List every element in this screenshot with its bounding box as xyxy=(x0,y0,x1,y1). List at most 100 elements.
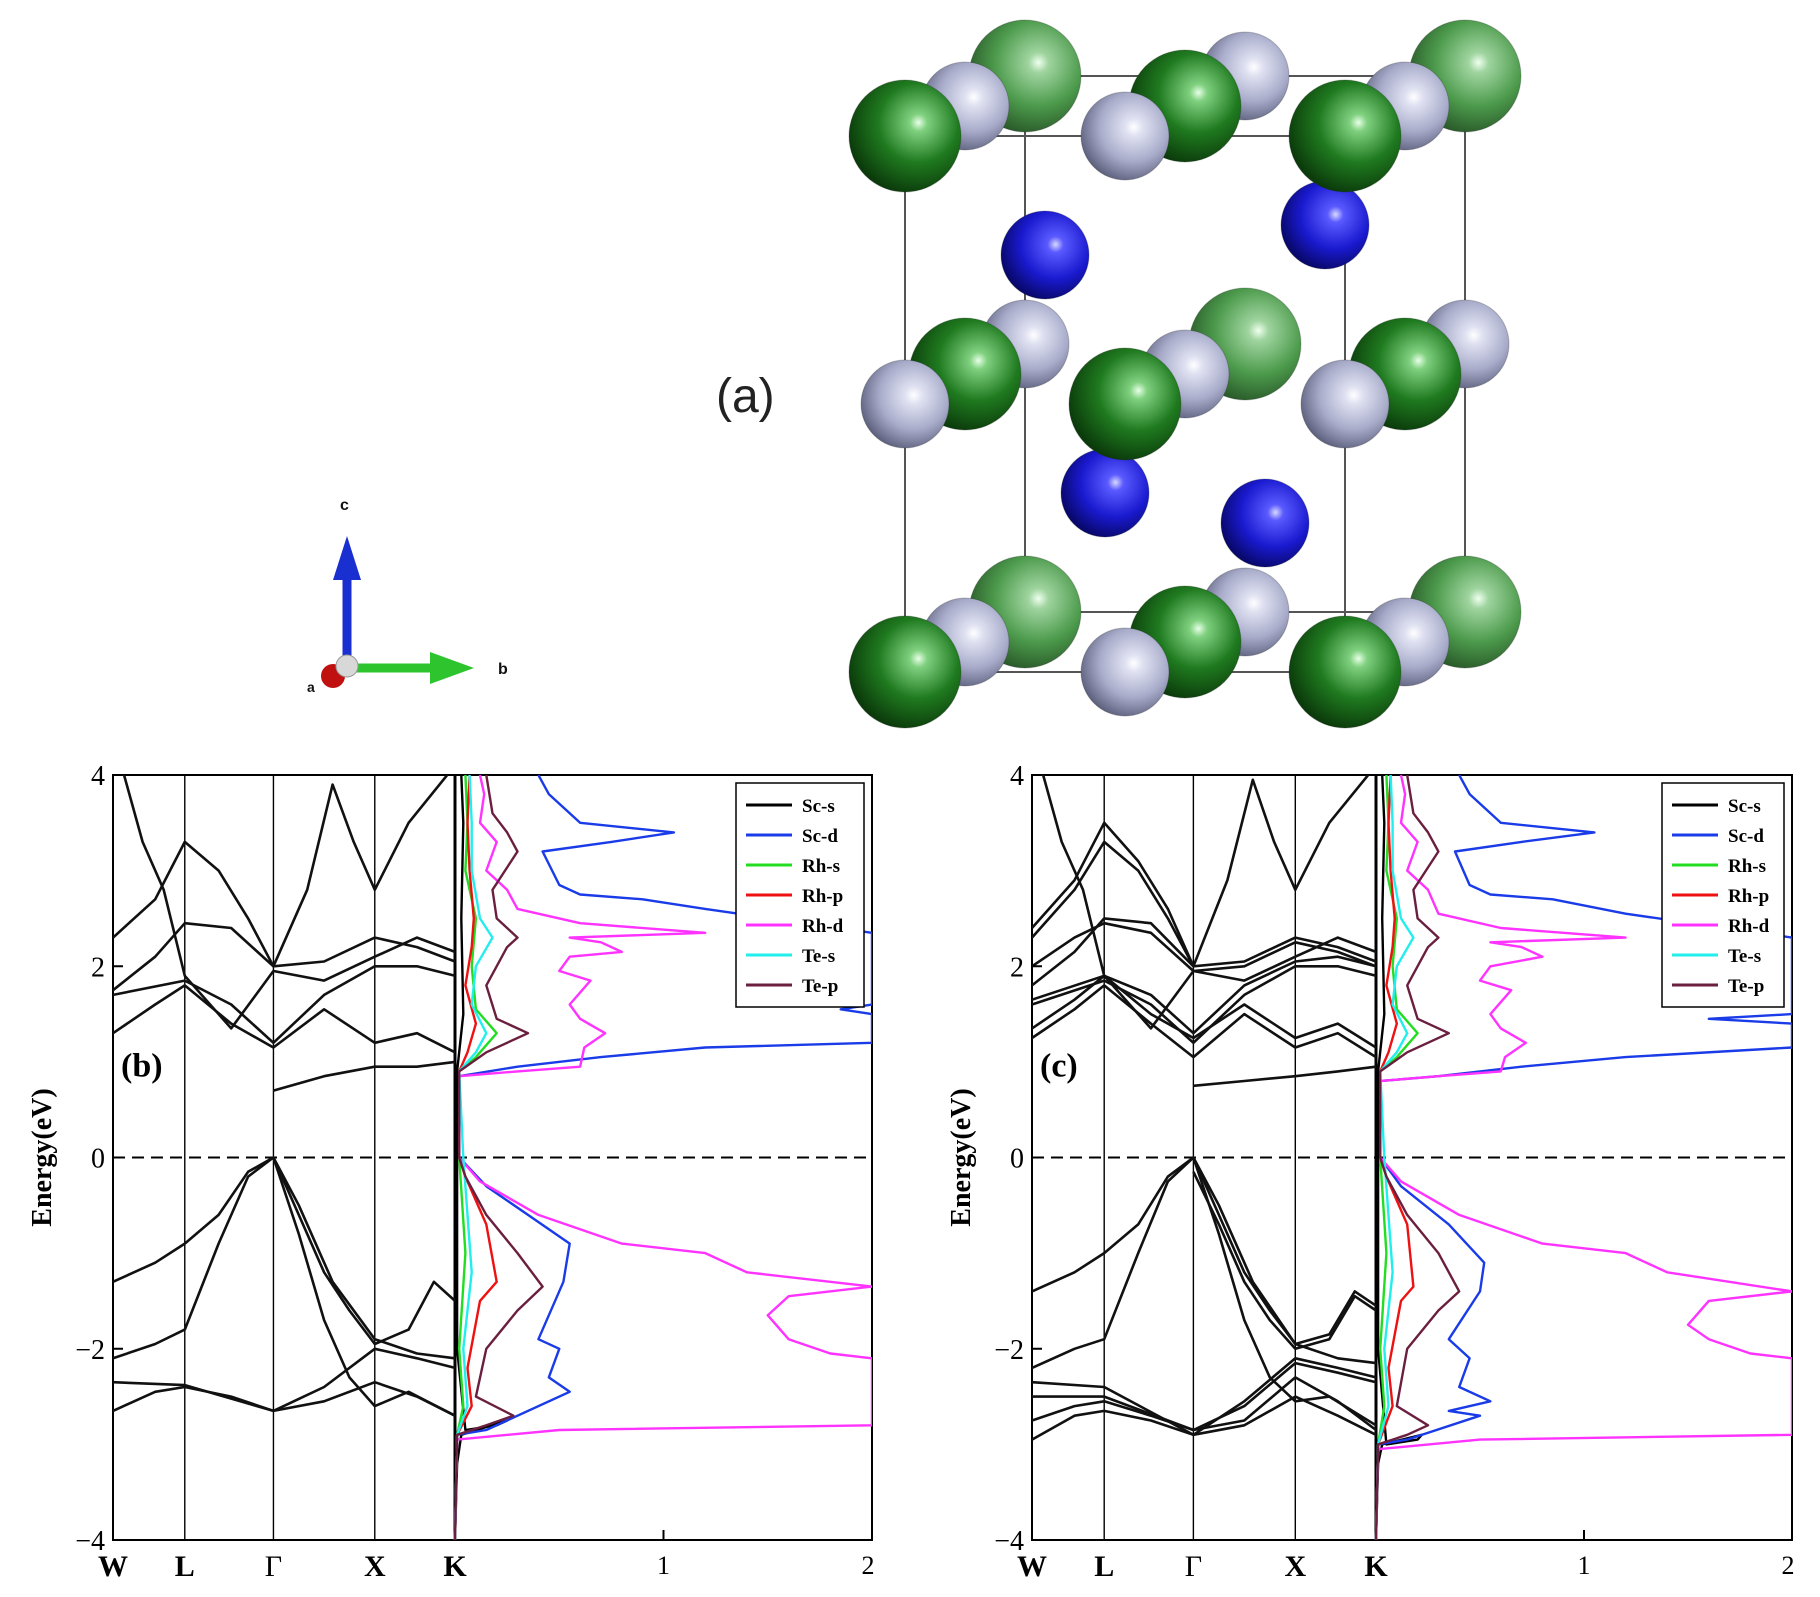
dos-curve-rh-s xyxy=(453,775,498,1540)
band-line xyxy=(113,1380,456,1417)
band-line xyxy=(122,775,456,1030)
panel-a-label: (a) xyxy=(716,370,775,423)
dos-curve-te-p xyxy=(1374,775,1461,1540)
band-line xyxy=(1032,964,1377,1045)
y-tick-label: 0 xyxy=(1010,1144,1024,1175)
a-axis-label: a xyxy=(307,679,315,695)
c-axis-label: c xyxy=(340,497,349,514)
legend-label: Rh-d xyxy=(802,916,844,937)
dos-tick-label: 1 xyxy=(1578,1551,1591,1580)
kpoint-label: K xyxy=(1364,1550,1388,1583)
dos-curve-rh-d xyxy=(453,775,872,1540)
c-axis-arrow-head xyxy=(333,536,361,580)
atom-rh xyxy=(860,359,950,449)
dos-curve-sc-d xyxy=(1374,775,1792,1540)
dos-curve-te-p xyxy=(453,775,544,1540)
dos-tick-label: 2 xyxy=(1782,1551,1795,1580)
band-line xyxy=(1032,1357,1377,1437)
band-line xyxy=(1193,1065,1377,1088)
legend-label: Te-p xyxy=(802,976,838,997)
y-tick-label: −4 xyxy=(75,1526,105,1557)
dos-tick-label: 1 xyxy=(657,1551,670,1580)
legend-label: Te-p xyxy=(1728,976,1764,997)
y-tick-label: 2 xyxy=(91,952,105,983)
kpoint-label: X xyxy=(1284,1550,1306,1583)
legend: Sc-sSc-dRh-sRh-pRh-dTe-sTe-p xyxy=(1661,782,1785,1008)
y-tick-label: −2 xyxy=(994,1335,1024,1366)
b-axis-arrow-head xyxy=(430,652,474,684)
atom-te xyxy=(1220,478,1310,568)
y-tick-label: 4 xyxy=(91,761,105,792)
y-axis-label: Energy(eV) xyxy=(946,1088,977,1226)
band-line xyxy=(113,921,456,992)
dos-tick-label: 2 xyxy=(862,1551,875,1580)
band-line xyxy=(113,984,456,1054)
kpoint-label: K xyxy=(443,1550,467,1583)
y-tick-label: −2 xyxy=(75,1335,105,1366)
band-line xyxy=(1032,974,1377,1049)
legend-label: Te-s xyxy=(1728,946,1761,967)
kpoint-label: L xyxy=(175,1550,195,1583)
kpoint-label: Γ xyxy=(1185,1550,1202,1583)
band-line xyxy=(1032,921,1377,973)
atom-sc xyxy=(1288,615,1402,729)
band-line xyxy=(1032,775,1370,968)
dos-curves xyxy=(453,775,872,1540)
band-line xyxy=(113,964,456,1045)
band-line xyxy=(273,1060,456,1092)
band-lines xyxy=(1032,775,1377,1441)
atom-te xyxy=(1280,180,1370,270)
dos-curve-sc-d xyxy=(453,775,872,1540)
atom-sc xyxy=(1288,79,1402,193)
legend-label: Sc-s xyxy=(802,796,835,817)
band-line xyxy=(1192,1156,1377,1346)
legend-label: Sc-d xyxy=(802,826,838,847)
band-line xyxy=(1032,917,1377,987)
band-line xyxy=(272,1156,456,1346)
legend: Sc-sSc-dRh-sRh-pRh-dTe-sTe-p xyxy=(735,782,865,1008)
atom-rh xyxy=(1080,91,1170,181)
y-tick-label: 2 xyxy=(1010,952,1024,983)
legend-label: Te-s xyxy=(802,946,835,967)
legend-label: Rh-p xyxy=(1728,886,1769,907)
panel-a-crystal-structure: (a) c b a xyxy=(307,19,1522,729)
band-line xyxy=(113,1347,456,1413)
kpoint-label: W xyxy=(98,1550,128,1583)
band-line xyxy=(1032,984,1377,1059)
band-lines xyxy=(113,775,456,1417)
legend-label: Sc-d xyxy=(1728,826,1764,847)
b-axis-label: b xyxy=(498,661,508,678)
band-line xyxy=(1192,1171,1377,1351)
atom-rh xyxy=(1300,359,1390,449)
dos-curve-rh-s xyxy=(1374,775,1419,1540)
legend-label: Rh-s xyxy=(802,856,840,877)
dos-curve-te-s xyxy=(453,775,494,1540)
kpoint-label: Γ xyxy=(265,1550,282,1583)
atom-sc xyxy=(848,79,962,193)
kpoint-label: L xyxy=(1094,1550,1114,1583)
kpoint-label: W xyxy=(1017,1550,1047,1583)
y-tick-label: 0 xyxy=(91,1144,105,1175)
atom-te xyxy=(1060,448,1150,538)
band-line xyxy=(1032,955,1377,1035)
band-line xyxy=(1032,821,1195,967)
dos-curves xyxy=(1374,775,1792,1540)
panel-label: (b) xyxy=(121,1048,163,1085)
atom-rh xyxy=(1080,627,1170,717)
legend-label: Rh-s xyxy=(1728,856,1766,877)
band-line xyxy=(113,775,449,968)
atom-sc xyxy=(848,615,962,729)
panel-label: (c) xyxy=(1040,1048,1078,1085)
atoms xyxy=(848,19,1522,729)
axis-origin xyxy=(335,654,359,678)
dos-curve-rh-d xyxy=(1374,775,1792,1540)
y-tick-label: 4 xyxy=(1010,761,1024,792)
atom-sc xyxy=(1068,347,1182,461)
axis-triad: c b a xyxy=(307,497,508,695)
dos-curve-te-s xyxy=(1374,775,1415,1540)
band-line xyxy=(1032,1395,1377,1441)
kpoint-label: X xyxy=(364,1550,386,1583)
